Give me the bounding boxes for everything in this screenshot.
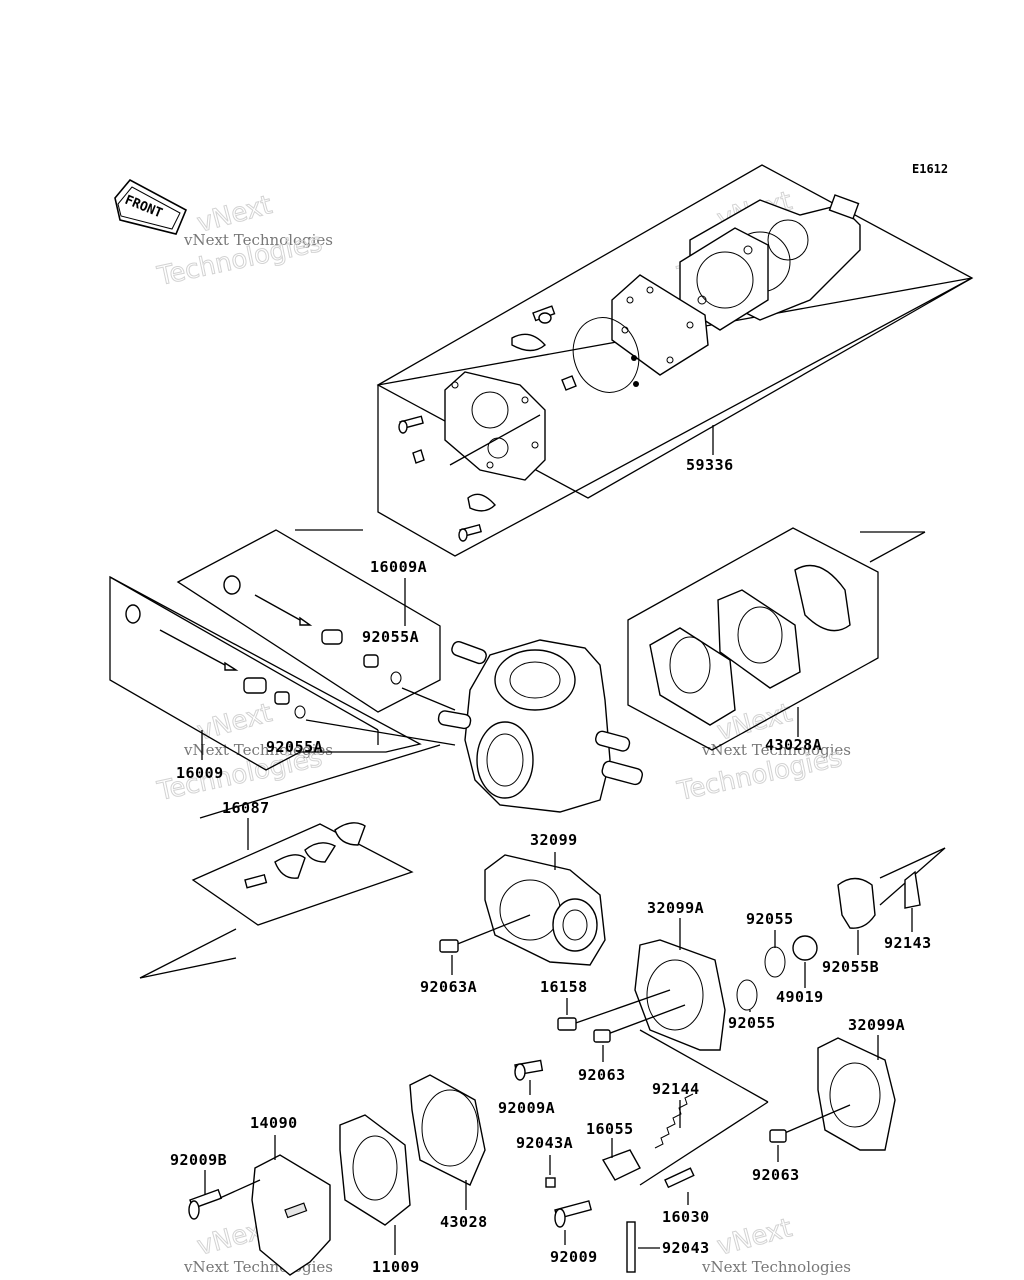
label-49019: 49019 — [776, 988, 824, 1006]
label-92144: 92144 — [652, 1080, 700, 1098]
label-43028A: 43028A — [765, 736, 822, 754]
front-arrow-icon: FRONT — [114, 178, 188, 235]
label-92043: 92043 — [662, 1239, 710, 1257]
gasket-kit-group: 43028A — [627, 527, 926, 754]
label-92063A: 92063A — [420, 978, 477, 996]
label-16158: 16158 — [540, 978, 588, 996]
pump-32099A-2: 32099A 92063 — [752, 1016, 905, 1184]
label-92055A-mid: 92055A — [266, 738, 323, 756]
air-screw-group: 16009 92055A — [109, 575, 456, 782]
label-16055: 16055 — [586, 1120, 634, 1138]
label-92063-b: 92063 — [752, 1166, 800, 1184]
label-11009: 11009 — [372, 1258, 420, 1276]
label-32099A: 32099A — [647, 899, 704, 917]
label-92009A: 92009A — [498, 1099, 555, 1117]
pilot-screw-group: 16009A 92055A — [176, 529, 441, 713]
label-16087: 16087 — [222, 799, 270, 817]
pump-body — [444, 371, 546, 481]
watermark-vnext: vNext — [714, 1213, 795, 1262]
label-92055-a: 92055 — [746, 910, 794, 928]
label-92009B: 92009B — [170, 1151, 227, 1169]
label-92143: 92143 — [884, 934, 932, 952]
label-92055-b: 92055 — [728, 1014, 776, 1032]
label-16030: 16030 — [662, 1208, 710, 1226]
label-16009A: 16009A — [370, 558, 427, 576]
pump-cover-stack: 14090 92009B 11009 43028 — [170, 1074, 488, 1276]
label-92043A: 92043A — [516, 1134, 573, 1152]
label-32099: 32099 — [530, 831, 578, 849]
diagram-code: E1612 — [912, 162, 948, 176]
cover-plate-group: 16087 — [191, 799, 414, 926]
watermark-text: vNext Technologies — [183, 231, 333, 249]
watermark-text: vNext Technologies — [701, 1258, 851, 1276]
label-59336: 59336 — [686, 456, 734, 474]
label-92055B: 92055B — [822, 958, 879, 976]
spring — [654, 1093, 694, 1149]
needle-valve-parts: 92009A 92144 92043A 16055 16030 92009 92… — [498, 1059, 710, 1273]
watermark-vnext: vNext — [194, 698, 275, 747]
screw-small — [532, 305, 556, 324]
label-16009: 16009 — [176, 764, 224, 782]
pump-diaphragm — [611, 274, 709, 376]
carburetor-body — [199, 639, 643, 819]
label-92055A-top: 92055A — [362, 628, 419, 646]
label-92063-a: 92063 — [578, 1066, 626, 1084]
label-32099A-2: 32099A — [848, 1016, 905, 1034]
pump-32099A: 32099A 92055 92055 49019 16158 92063 — [540, 899, 824, 1186]
pump-assembly-group: 59336 — [295, 164, 974, 557]
float-parts: 92055B 92143 — [822, 847, 946, 976]
label-92009: 92009 — [550, 1248, 598, 1266]
watermark-text: vNext Technologies — [701, 741, 851, 759]
label-14090: 14090 — [250, 1114, 298, 1132]
label-43028: 43028 — [440, 1213, 488, 1231]
diaphragm-cover-32099: 32099 92063A — [139, 831, 606, 996]
